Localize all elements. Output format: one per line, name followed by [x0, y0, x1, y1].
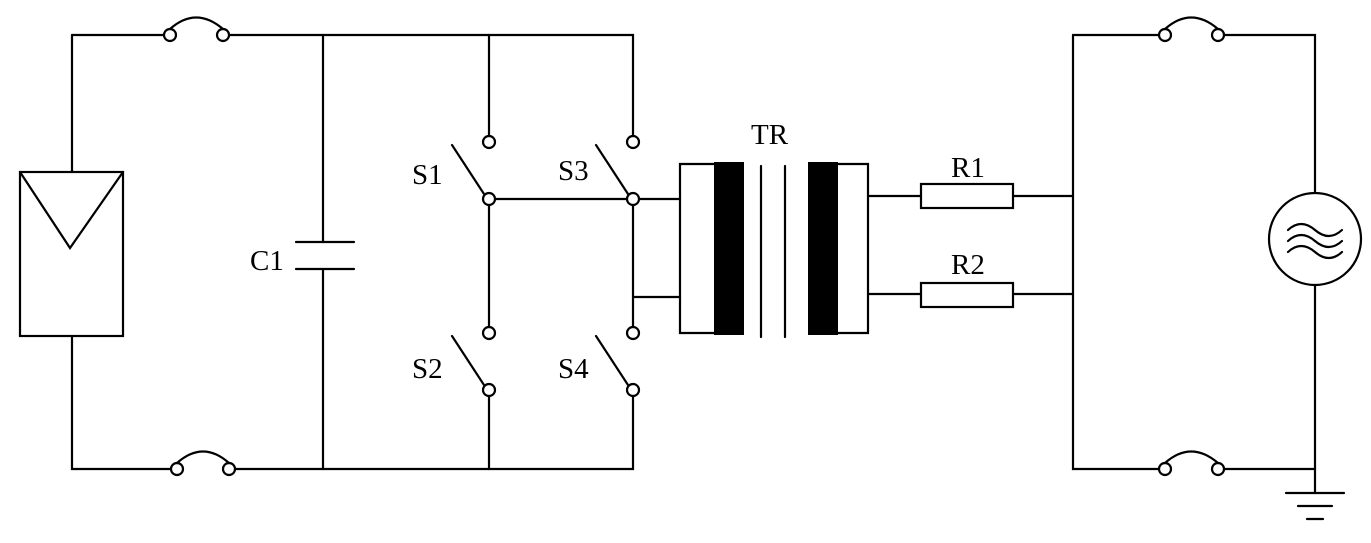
switch-s4-icon	[594, 325, 641, 398]
fuse-top-right-icon	[1157, 16, 1226, 43]
capacitor-c1-icon	[294, 240, 356, 271]
label-s1: S1	[412, 159, 443, 191]
ac-source-icon	[1267, 191, 1363, 287]
label-r1: R1	[951, 152, 985, 184]
label-tr: TR	[751, 119, 789, 151]
label-c1: C1	[250, 245, 284, 277]
switch-s3-icon	[594, 134, 641, 207]
resistor-r1-icon	[919, 182, 1015, 210]
fuse-bottom-right-icon	[1157, 450, 1226, 477]
transformer-tr-icon	[678, 162, 870, 339]
label-r2: R2	[951, 249, 985, 281]
label-s4: S4	[558, 353, 589, 385]
switch-s1-icon	[450, 134, 497, 207]
ground-icon	[1284, 467, 1346, 521]
label-s3: S3	[558, 155, 589, 187]
label-s2: S2	[412, 353, 443, 385]
wires	[70, 33, 1317, 471]
fuse-bottom-left-icon	[169, 450, 237, 477]
switch-s2-icon	[450, 325, 497, 398]
resistor-r2-icon	[919, 281, 1015, 309]
fuse-top-left-icon	[162, 16, 231, 43]
pv-panel-icon	[18, 170, 125, 338]
